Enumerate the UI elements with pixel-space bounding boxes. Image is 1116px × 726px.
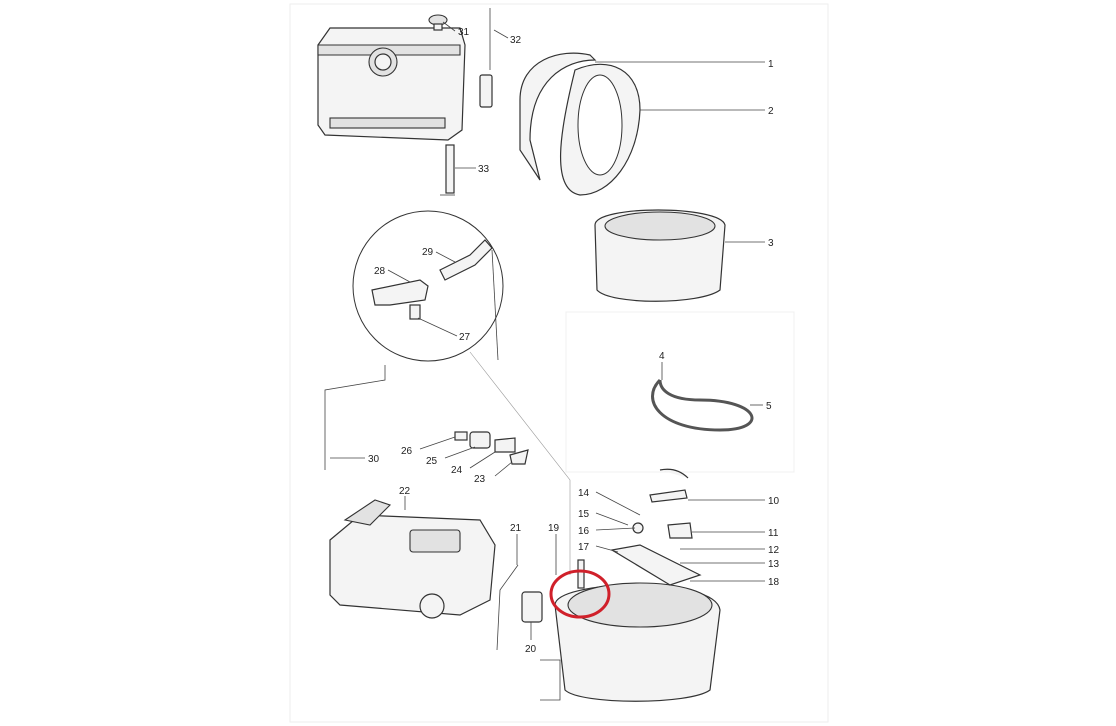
label-33: 33 — [478, 164, 490, 175]
label-20: 20 — [525, 644, 537, 655]
part-flush-tank[interactable] — [317, 27, 466, 141]
part-seat-2[interactable] — [559, 63, 641, 196]
part-hose-5[interactable] — [651, 378, 754, 432]
part-base[interactable] — [540, 582, 721, 702]
label-19: 19 — [548, 523, 560, 534]
part-lid-1[interactable] — [519, 52, 597, 181]
part-cap-31[interactable] — [428, 14, 448, 31]
label-11: 11 — [768, 528, 779, 539]
label-14: 14 — [578, 488, 590, 499]
detail-circle — [352, 210, 571, 575]
label-29: 29 — [422, 247, 434, 258]
part-level-sensor-32[interactable] — [479, 8, 493, 108]
part-bowl-3[interactable] — [594, 209, 726, 302]
label-24: 24 — [451, 465, 463, 476]
parts-valve-10-18[interactable] — [577, 468, 702, 589]
hose-inset-frame — [565, 311, 795, 473]
label-4: 4 — [659, 351, 665, 362]
label-5: 5 — [766, 401, 772, 412]
label-25: 25 — [426, 456, 438, 467]
part-rod-21[interactable] — [496, 564, 519, 651]
part-number-labels: 1 2 3 4 5 10 11 12 13 14 15 16 17 18 19 … — [368, 27, 780, 655]
label-12: 12 — [768, 545, 780, 556]
label-32: 32 — [510, 35, 522, 46]
part-27 — [409, 304, 421, 320]
part-cassette-22[interactable] — [329, 499, 496, 619]
label-2: 2 — [768, 106, 774, 117]
label-15: 15 — [578, 509, 590, 520]
label-27: 27 — [459, 332, 471, 343]
label-26: 26 — [401, 446, 413, 457]
label-17: 17 — [578, 542, 590, 553]
part-cable-30[interactable] — [324, 365, 386, 470]
part-28 — [371, 279, 429, 306]
label-16: 16 — [578, 526, 590, 537]
label-23: 23 — [474, 474, 486, 485]
label-21: 21 — [510, 523, 522, 534]
label-1: 1 — [768, 59, 774, 70]
part-29 — [439, 239, 493, 281]
label-10: 10 — [768, 496, 780, 507]
leader-lines — [330, 21, 765, 640]
label-22: 22 — [399, 486, 411, 497]
highlight-circle — [549, 569, 611, 619]
label-13: 13 — [768, 559, 780, 570]
label-3: 3 — [768, 238, 774, 249]
part-drain-33[interactable] — [440, 144, 455, 196]
label-30: 30 — [368, 454, 380, 465]
label-18: 18 — [768, 577, 780, 588]
part-small-parts-23-26[interactable] — [454, 431, 529, 465]
part-20[interactable] — [521, 591, 543, 623]
label-28: 28 — [374, 266, 386, 277]
label-31: 31 — [458, 27, 470, 38]
